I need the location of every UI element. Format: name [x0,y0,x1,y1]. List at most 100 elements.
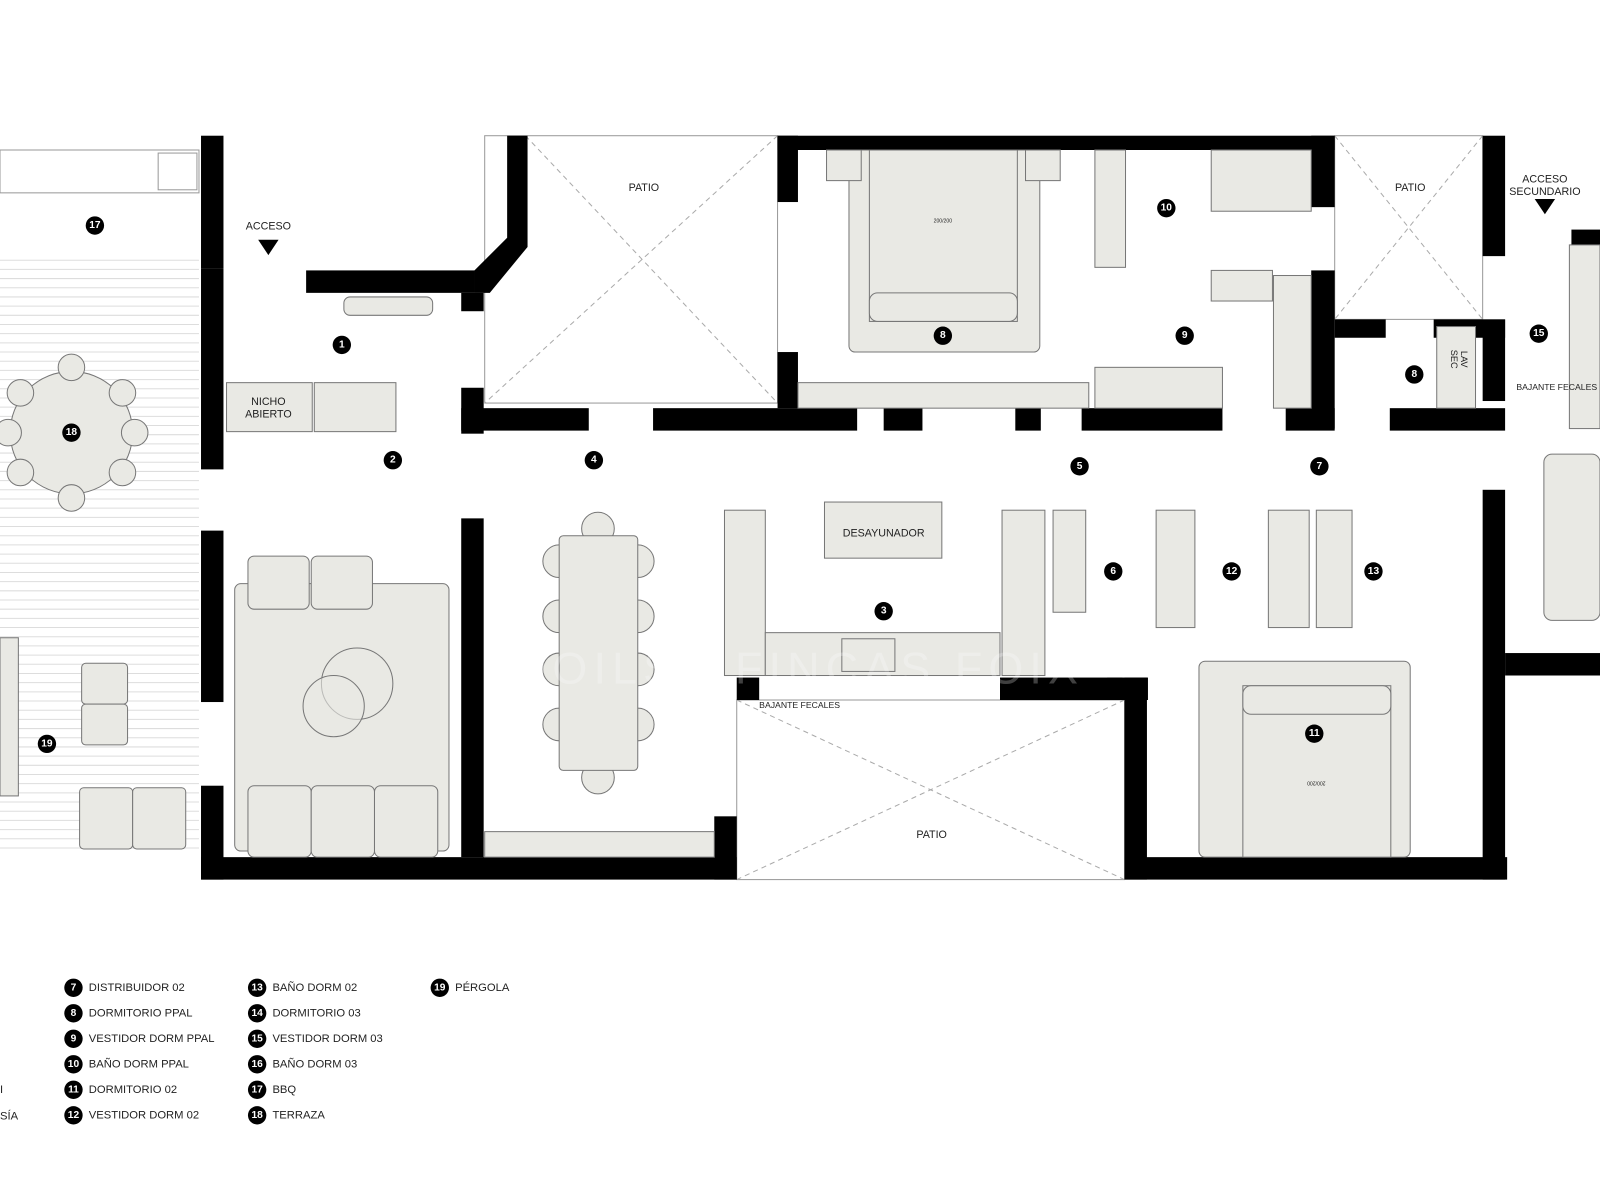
terrace-chair [6,379,35,407]
legend-number-badge [247,1055,267,1074]
room-marker-8: 8 [933,326,953,345]
room-marker-5: 5 [1070,457,1089,476]
room-marker-18: 18 [62,423,81,442]
svg-text:12: 12 [68,1110,80,1121]
legend-item: 16 BAÑO DORM 03 [247,1055,357,1074]
room-marker-15: 15 [1529,324,1548,343]
svg-text:10: 10 [68,1059,80,1070]
room-marker-17: 17 [85,216,105,235]
svg-text:15: 15 [251,1033,263,1044]
svg-text:8: 8 [940,330,946,341]
legend-number-badge [64,1080,83,1099]
label-acceso: ACCESO [246,221,291,233]
secondary-entrance-arrow-icon [1534,198,1556,215]
room-marker-10: 10 [1157,198,1176,218]
svg-text:19: 19 [434,982,446,993]
room-marker-4: 4 [584,451,604,470]
svg-text:2: 2 [390,455,396,466]
terrace-chair [6,458,35,487]
legend-number-badge [64,978,83,997]
legend-label: VESTIDOR DORM 03 [272,1033,382,1045]
legend-partial: I [0,1084,3,1096]
terrace-chair [0,418,22,447]
svg-text:14: 14 [251,1008,263,1019]
svg-text:18: 18 [251,1110,263,1121]
plan-labels: ACCESO ACCESO SECUNDARIO PATIO PATIO PAT… [245,174,1597,841]
legend-number-badge [247,1004,267,1023]
room-marker-19: 19 [37,734,57,754]
room-marker-8: 8 [1405,365,1424,384]
legend-item: 7 DISTRIBUIDOR 02 [64,978,185,997]
svg-text:7: 7 [71,982,77,993]
legend-item: 14 DORMITORIO 03 [247,1004,361,1023]
svg-text:13: 13 [1368,566,1380,577]
legend-item: 15 VESTIDOR DORM 03 [247,1029,383,1048]
terrace-chair [57,484,86,512]
legend-item: 18 TERRAZA [247,1106,325,1125]
legend-label: VESTIDOR DORM PPAL [89,1033,215,1045]
legend-number-badge [64,1004,83,1023]
legend-number-badge [247,978,267,997]
svg-text:16: 16 [251,1059,263,1070]
legend-partial: SÍA [0,1109,19,1122]
svg-text:1: 1 [339,339,345,350]
legend-label: BAÑO DORM 02 [272,981,357,994]
legend-item: 12 VESTIDOR DORM 02 [64,1106,199,1125]
label-acceso-secundario: ACCESO [1522,174,1567,186]
label-bajante-fecales: BAJANTE FECALES [759,700,840,710]
legend-label: PÉRGOLA [455,981,510,994]
legend-label: BAÑO DORM 03 [272,1057,357,1070]
room-marker-13: 13 [1364,562,1383,581]
bed-size: 200/200 [934,218,953,224]
svg-text:9: 9 [71,1033,77,1044]
label-patio: PATIO [916,829,947,841]
furniture [0,149,1600,858]
bed-size: 200/200 [1307,780,1326,786]
legend-item: 13 BAÑO DORM 02 [247,978,357,997]
legend-label: DISTRIBUIDOR 02 [89,982,185,994]
svg-text:9: 9 [1182,330,1188,341]
svg-text:11: 11 [1309,728,1320,739]
watermark: DOILS / FINCAS FOIX [514,643,1084,694]
legend-number-badge [430,978,449,997]
room-marker-2: 2 [383,451,403,470]
svg-text:7: 7 [1317,461,1323,472]
svg-text:13: 13 [251,982,263,993]
legend-label: BBQ [272,1084,296,1096]
label-sec: SEC [1449,350,1459,369]
legend-number-badge [247,1029,267,1048]
room-marker-3: 3 [874,602,893,621]
patios [484,135,1484,881]
svg-text:6: 6 [1110,566,1116,577]
legend-label: TERRAZA [272,1109,325,1121]
legend-label: DORMITORIO 02 [89,1084,177,1096]
label-abierto: ABIERTO [245,408,292,420]
svg-text:3: 3 [881,606,887,617]
legend-label: DORMITORIO PPAL [89,1007,193,1019]
legend-label: VESTIDOR DORM 02 [89,1109,199,1121]
legend-item: 19 PÉRGOLA [430,978,510,997]
room-marker-1: 1 [332,335,352,355]
room-marker-7: 7 [1310,457,1329,476]
terrace-chair [108,379,137,407]
legend-label: BAÑO DORM PPAL [89,1057,189,1070]
legend-item: 9 VESTIDOR DORM PPAL [64,1029,215,1048]
svg-text:17: 17 [89,220,101,231]
svg-text:19: 19 [41,738,53,749]
svg-text:18: 18 [66,427,78,438]
legend-item: 10 BAÑO DORM PPAL [64,1055,189,1074]
label-acceso-secundario-2: SECUNDARIO [1509,186,1580,198]
legend-number-badge [247,1080,267,1099]
legend-label: DORMITORIO 03 [272,1007,360,1019]
legend-number-badge [64,1029,83,1048]
label-bajante-fecales: BAJANTE FECALES [1516,382,1597,392]
legend-number-badge [64,1106,83,1125]
label-patio: PATIO [1395,182,1426,194]
terrace-chair [120,418,149,447]
room-marker-12: 12 [1222,562,1241,581]
